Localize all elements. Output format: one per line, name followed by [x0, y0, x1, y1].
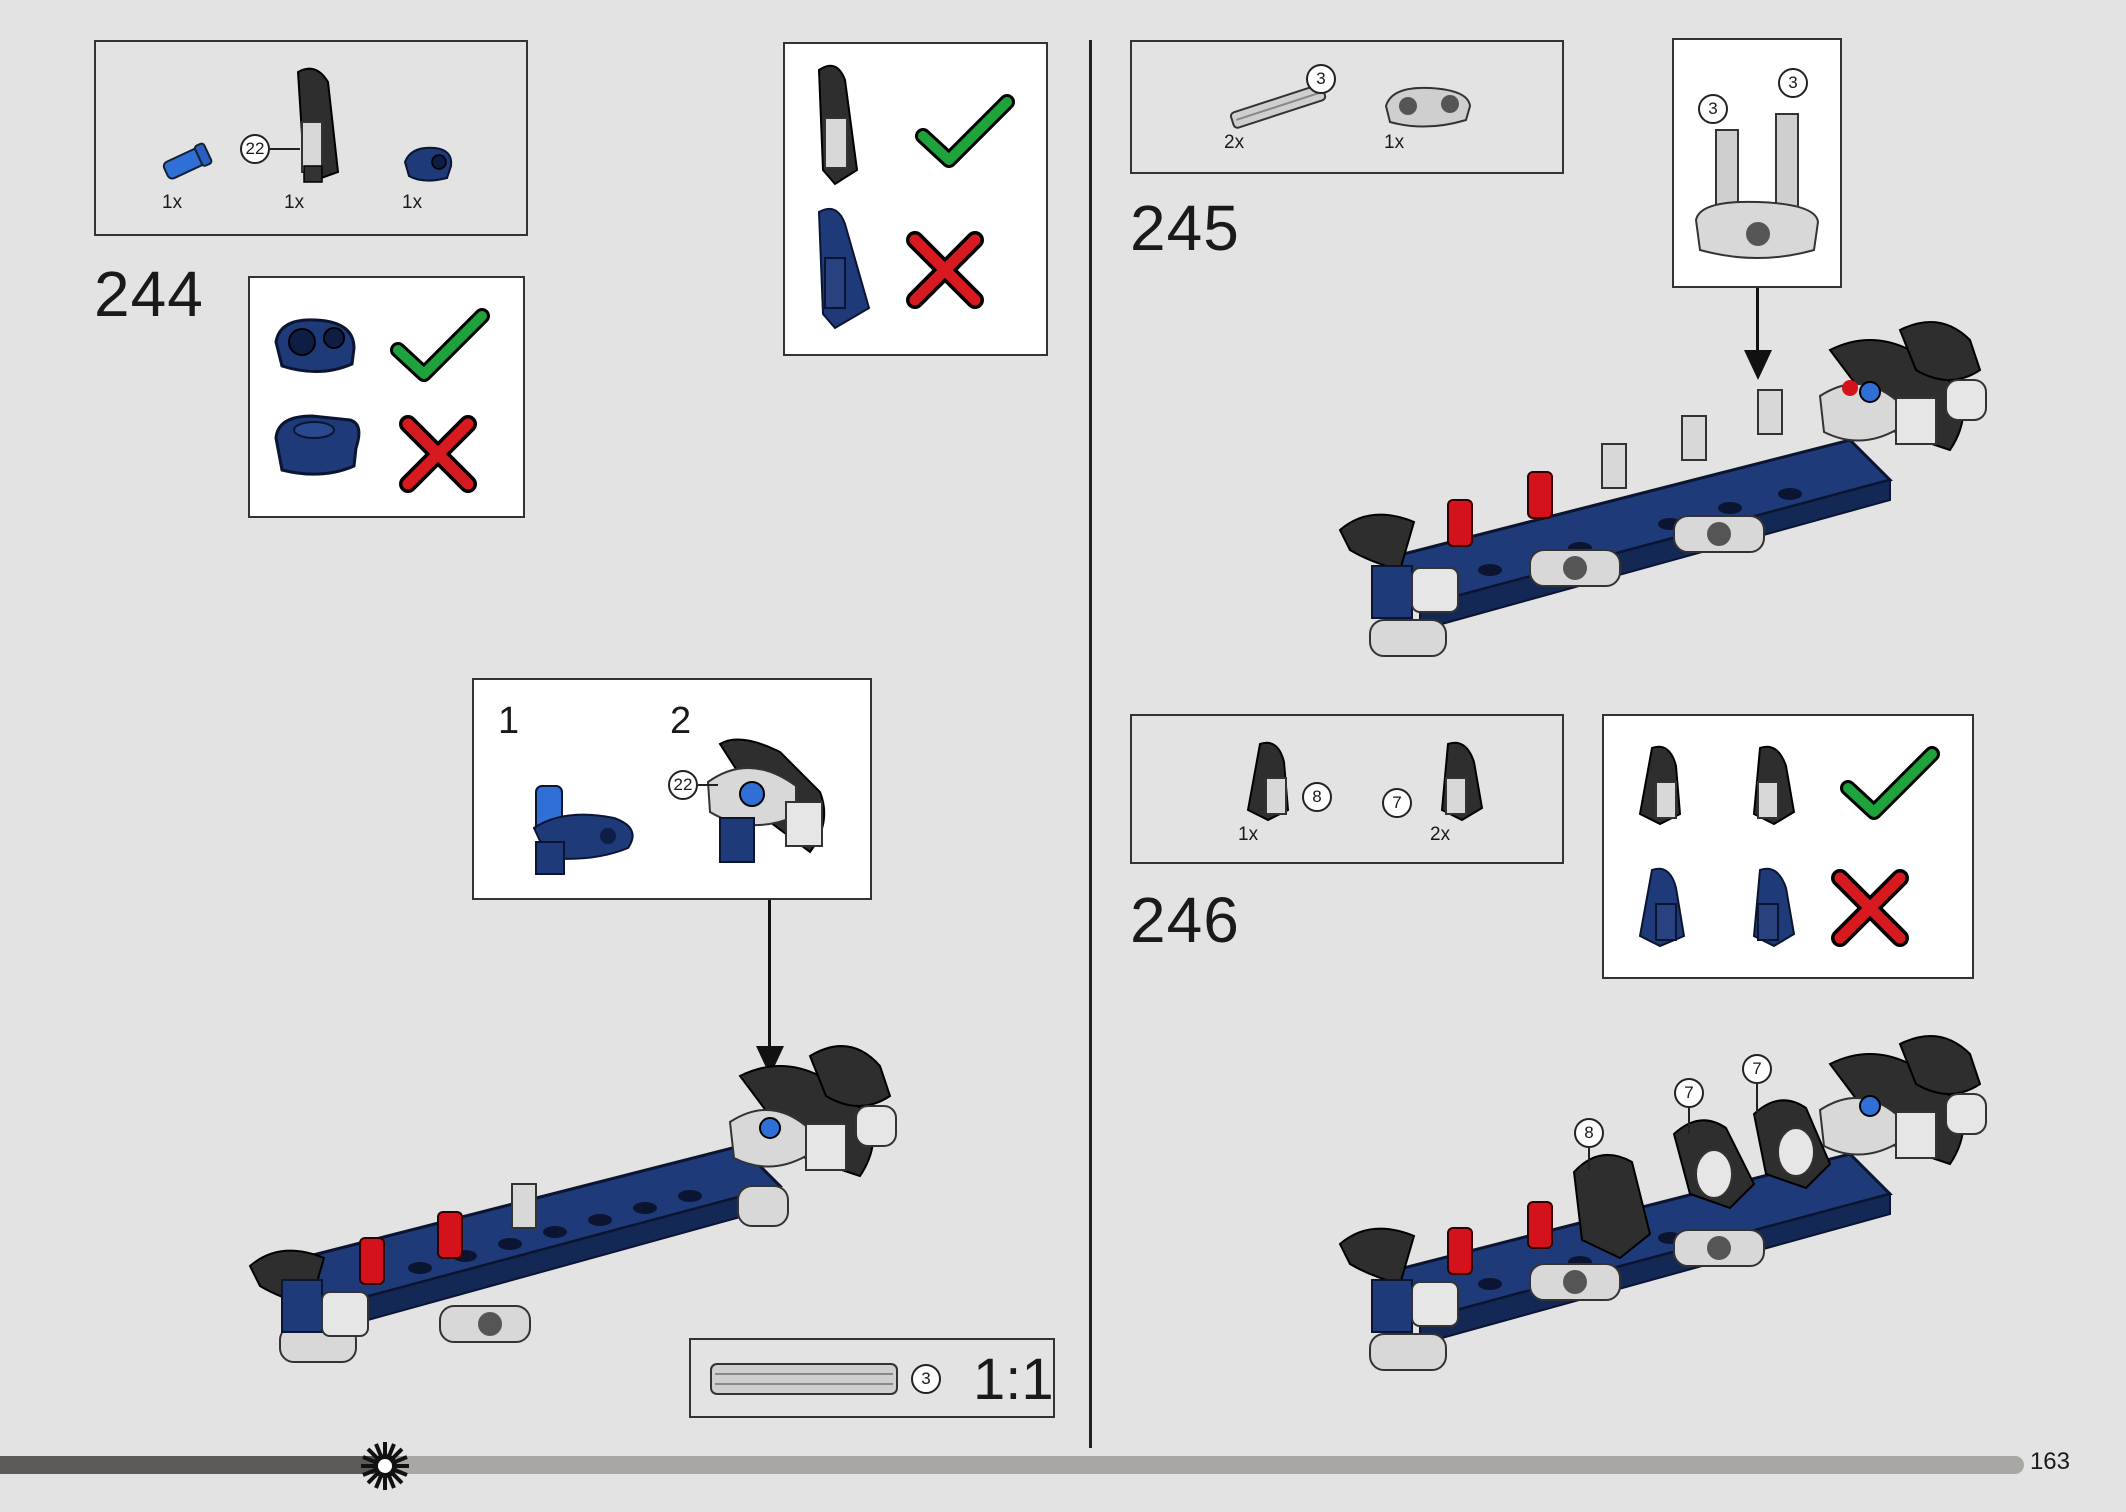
arrow-head-icon — [1744, 350, 1772, 380]
part-callout: 8 — [1574, 1118, 1604, 1148]
panel-with-pin-subassembly — [706, 738, 826, 863]
blue-pin-connector-part — [274, 318, 356, 374]
blue-beam-part — [274, 414, 361, 476]
detail-view-245: 3 3 — [1672, 38, 1842, 288]
check-icon — [1840, 746, 1940, 820]
part-qty: 1x — [1384, 132, 1405, 153]
part-qty: 1x — [162, 192, 183, 213]
substep-number: 1 — [498, 700, 520, 742]
scale-box: 3 1:1 — [689, 1338, 1055, 1418]
part-callout: 22 — [240, 134, 270, 164]
black-panel-left-part — [1638, 745, 1682, 826]
part-callout: 3 — [1778, 68, 1808, 98]
part-qty: 1x — [402, 192, 423, 213]
assembly-arrow — [768, 900, 771, 1048]
orientation-hint-connector — [248, 276, 525, 518]
subassembly-244: 1 2 22 — [472, 678, 872, 900]
part-callout: 3 — [1698, 94, 1728, 124]
blue-pin-with-connector-part — [532, 785, 634, 875]
progress-track — [0, 1456, 2024, 1474]
step-number: 246 — [1130, 884, 1240, 956]
blue-pin-connector-part — [403, 146, 453, 182]
part-callout: 22 — [668, 770, 698, 800]
parts-list-246: 8 7 1x 2x — [1130, 714, 1564, 864]
gear-sun-icon — [361, 1442, 409, 1490]
grey-pin-connector-with-axles-part — [1694, 113, 1820, 259]
step-number: 245 — [1130, 192, 1240, 264]
part-callout: 3 — [911, 1364, 941, 1394]
callout-leader — [1688, 1108, 1690, 1134]
black-panel-left-part — [1246, 741, 1290, 822]
assembly-arrow — [1756, 288, 1759, 352]
blue-axle-pin-part — [162, 142, 213, 180]
arrow-head-icon — [756, 1046, 784, 1076]
part-callout: 7 — [1742, 1054, 1772, 1084]
part-callout: 8 — [1302, 782, 1332, 812]
blue-panel-left-part — [1638, 867, 1686, 948]
cross-icon — [1831, 869, 1909, 947]
blue-panel-part — [817, 208, 871, 330]
orientation-hint-panel — [783, 42, 1048, 356]
callout-leader — [698, 784, 718, 786]
part-qty: 1x — [284, 192, 305, 213]
black-panel-part — [817, 64, 859, 186]
grey-axle-scale-icon — [710, 1363, 898, 1395]
part-qty: 2x — [1224, 132, 1245, 153]
cross-icon — [399, 415, 477, 493]
part-callout: 3 — [1306, 64, 1336, 94]
assembly-model-245 — [1338, 321, 1987, 657]
callout-leader — [1588, 1148, 1590, 1170]
check-icon — [915, 94, 1015, 168]
part-callout: 7 — [1382, 788, 1412, 818]
substep-number: 2 — [670, 700, 692, 742]
callout-leader — [1756, 1084, 1758, 1112]
scale-ratio: 1:1 — [973, 1347, 1054, 1412]
part-qty: 1x — [1238, 824, 1259, 845]
black-panel-right-part — [1752, 745, 1796, 826]
black-panel-right-part — [1440, 741, 1484, 822]
page-number: 163 — [2029, 1448, 2070, 1475]
blue-panel-right-part — [1752, 867, 1796, 948]
assembly-model-244 — [248, 1045, 897, 1363]
orientation-hint-246 — [1602, 714, 1974, 979]
page-divider — [1089, 40, 1092, 1448]
assembly-model-246 — [1338, 1035, 1987, 1371]
check-icon — [390, 308, 490, 382]
parts-list-244: 1x 1x 1x 22 — [94, 40, 528, 236]
step-number: 244 — [94, 258, 204, 330]
grey-pin-connector-part — [1384, 86, 1472, 128]
part-qty: 2x — [1430, 824, 1451, 845]
parts-list-245: 3 2x 1x — [1130, 40, 1564, 174]
cross-icon — [906, 231, 984, 309]
progress-fill — [0, 1456, 385, 1474]
callout-leader — [270, 148, 300, 150]
black-panel-part — [296, 67, 340, 183]
part-callout: 7 — [1674, 1078, 1704, 1108]
